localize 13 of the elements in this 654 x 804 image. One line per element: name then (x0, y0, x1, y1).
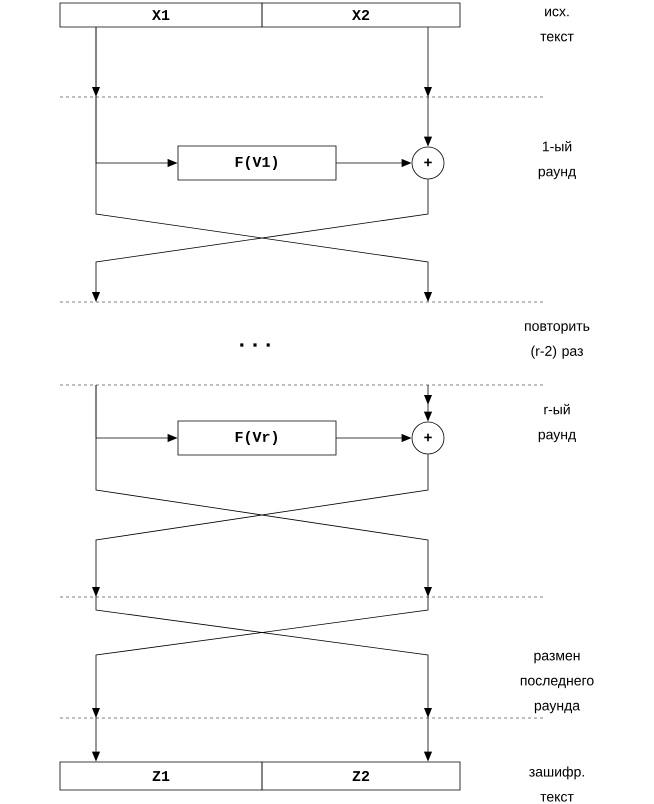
ellipsis: ... (240, 343, 270, 347)
function-box: F(V1) (178, 146, 336, 180)
side-note: размен последнего раунда (520, 652, 594, 714)
text-box: Z1 (60, 762, 262, 790)
text-box: X1 (60, 2, 262, 28)
text-box: X2 (262, 2, 460, 28)
side-note: r-ый раунд (538, 404, 576, 442)
side-note: 1-ый раунд (538, 140, 576, 180)
side-note: зашифр. текст (529, 766, 584, 802)
text-box: Z2 (262, 762, 460, 790)
side-note: повторить (r-2) раз (525, 323, 590, 359)
side-note: исх. текст (540, 8, 574, 42)
function-box: F(Vr) (178, 420, 336, 456)
